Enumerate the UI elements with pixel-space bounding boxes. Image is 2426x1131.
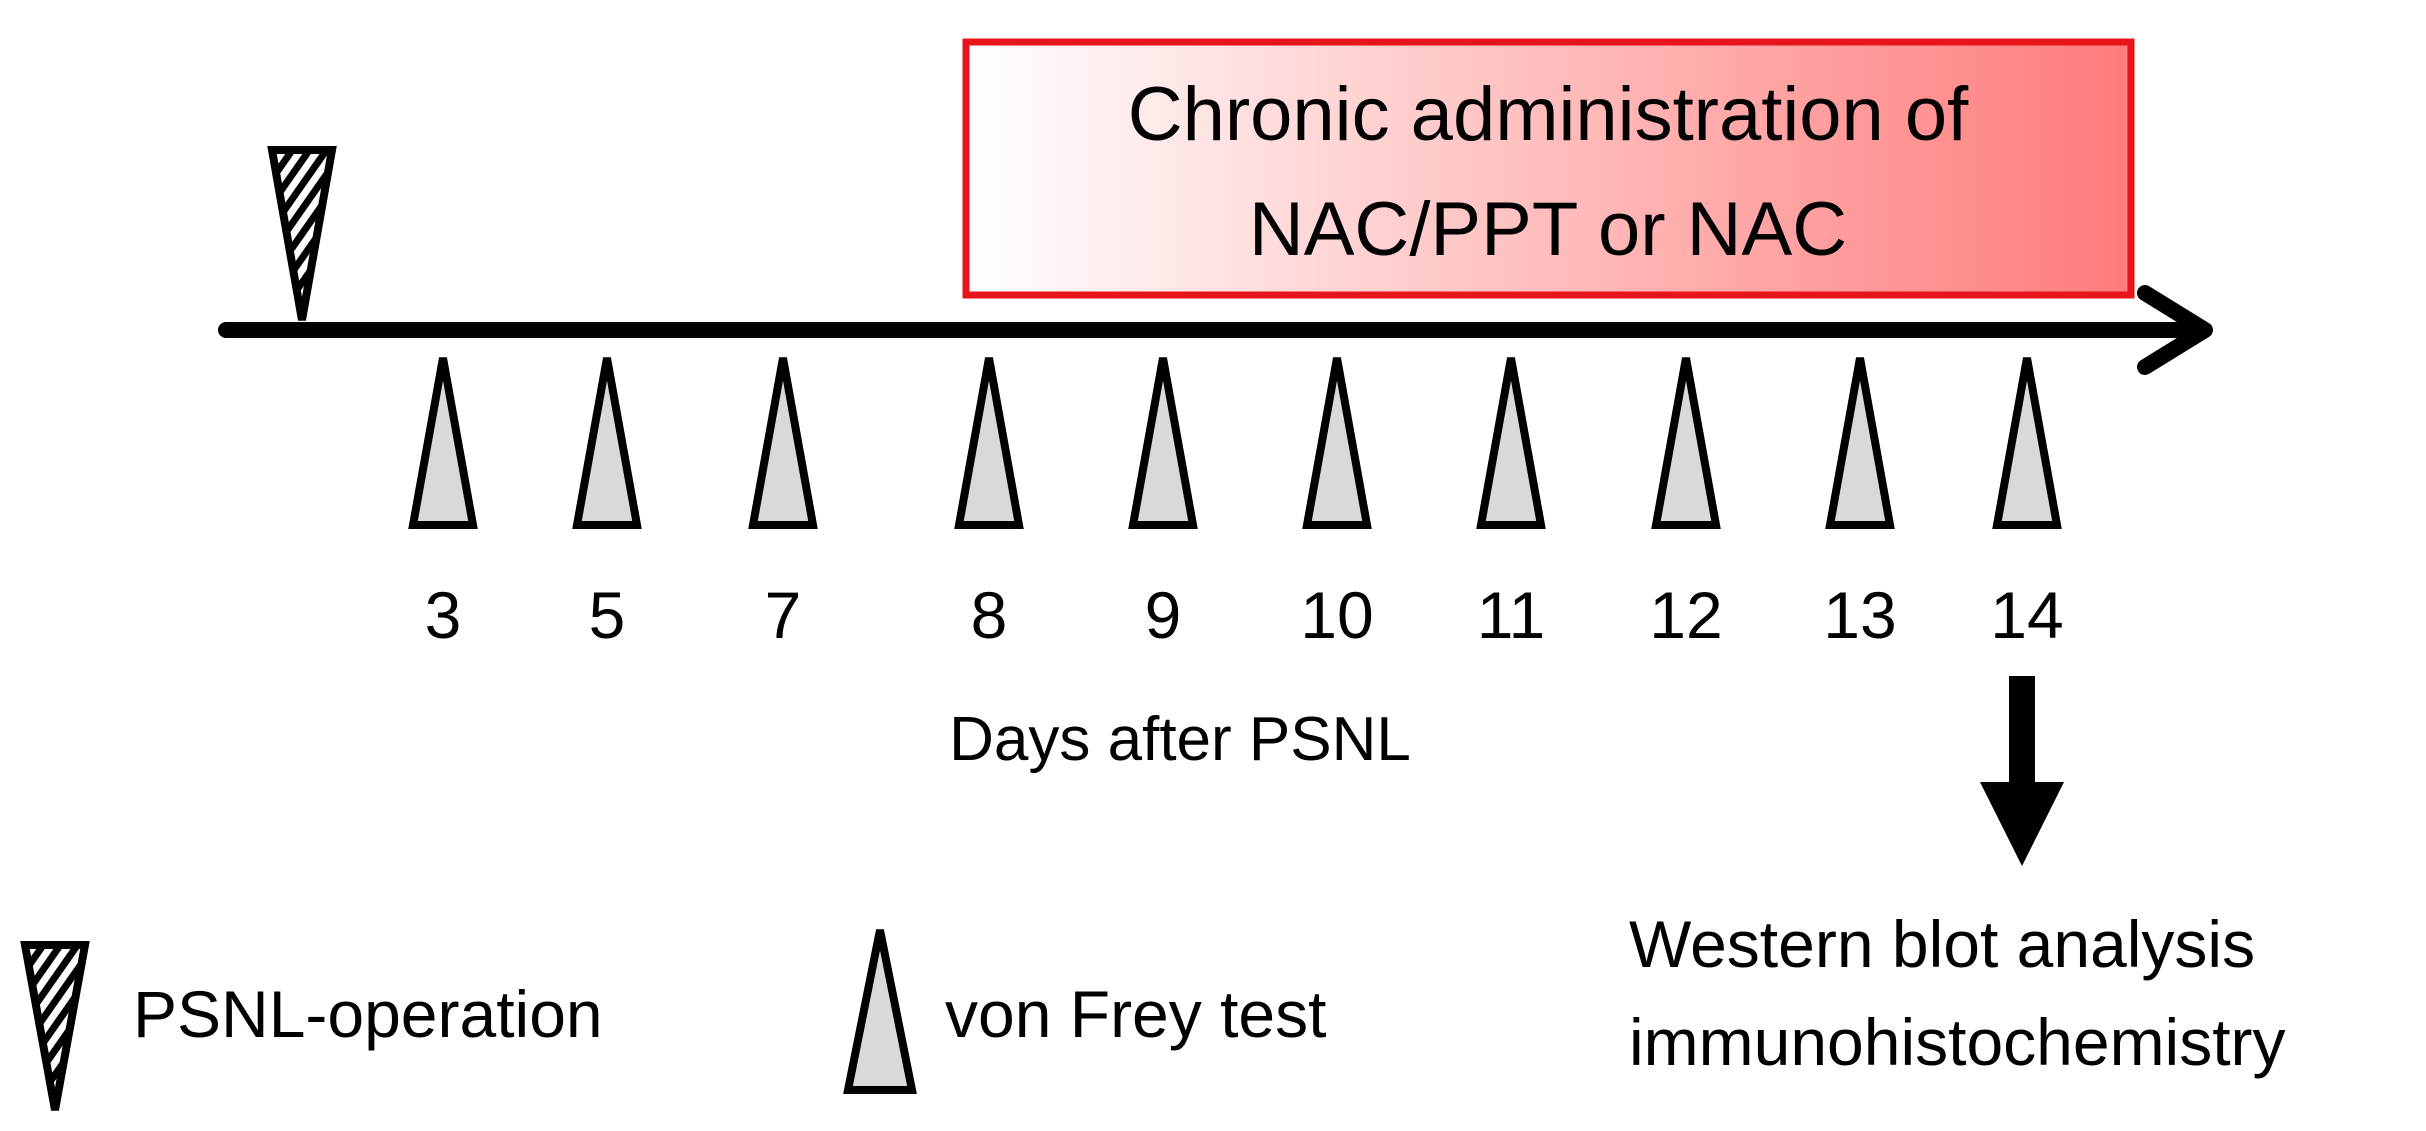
von-frey-test-marker-icon [1992, 357, 2062, 529]
outcome-line2: immunohistochemistry [1629, 1005, 2286, 1079]
day-label: 7 [765, 578, 802, 652]
outcome-arrow-icon [1980, 676, 2064, 866]
timeline-arrow-icon [218, 285, 2213, 375]
day-labels: 3 5 7 8 9 10 11 12 13 14 [425, 578, 2064, 652]
von-frey-test-marker-icon [1825, 357, 1895, 529]
day-label: 9 [1145, 578, 1182, 652]
von-frey-test-marker-icon [954, 357, 1024, 529]
treatment-box-frame [962, 38, 2135, 299]
day-label: 8 [971, 578, 1008, 652]
von-frey-test-marker-icon [408, 357, 478, 529]
legend: PSNL-operation von Frey test [20, 929, 1326, 1111]
von-frey-test-marker-icon [1128, 357, 1198, 529]
von-frey-test-marker-icon [1476, 357, 1546, 529]
axis-label: Days after PSNL [949, 705, 1411, 774]
day-label: 11 [1477, 578, 1546, 652]
day-label: 5 [589, 578, 626, 652]
day-label: 12 [1649, 578, 1722, 652]
day-label: 13 [1823, 578, 1896, 652]
legend-operation-icon [20, 941, 90, 1111]
von-frey-test-marker-icon [572, 357, 642, 529]
von-frey-test-marker-icon [748, 357, 818, 529]
psnl-operation-marker-icon [267, 146, 337, 321]
von-frey-test-marker-icon [1302, 357, 1372, 529]
legend-test-label: von Frey test [945, 977, 1326, 1051]
day-label: 10 [1300, 578, 1373, 652]
treatment-box-line2: NAC/PPT or NAC [1249, 187, 1847, 272]
test-markers [408, 357, 2062, 529]
outcome-line1: Western blot analysis [1629, 907, 2255, 981]
von-frey-test-marker-icon [1651, 357, 1721, 529]
day-label: 3 [425, 578, 462, 652]
treatment-box: Chronic administration of NAC/PPT or NAC [962, 38, 2135, 299]
day-label: 14 [1990, 578, 2063, 652]
legend-test-icon [843, 929, 917, 1094]
legend-operation-label: PSNL-operation [133, 977, 603, 1051]
treatment-box-line1: Chronic administration of [1128, 72, 1969, 157]
